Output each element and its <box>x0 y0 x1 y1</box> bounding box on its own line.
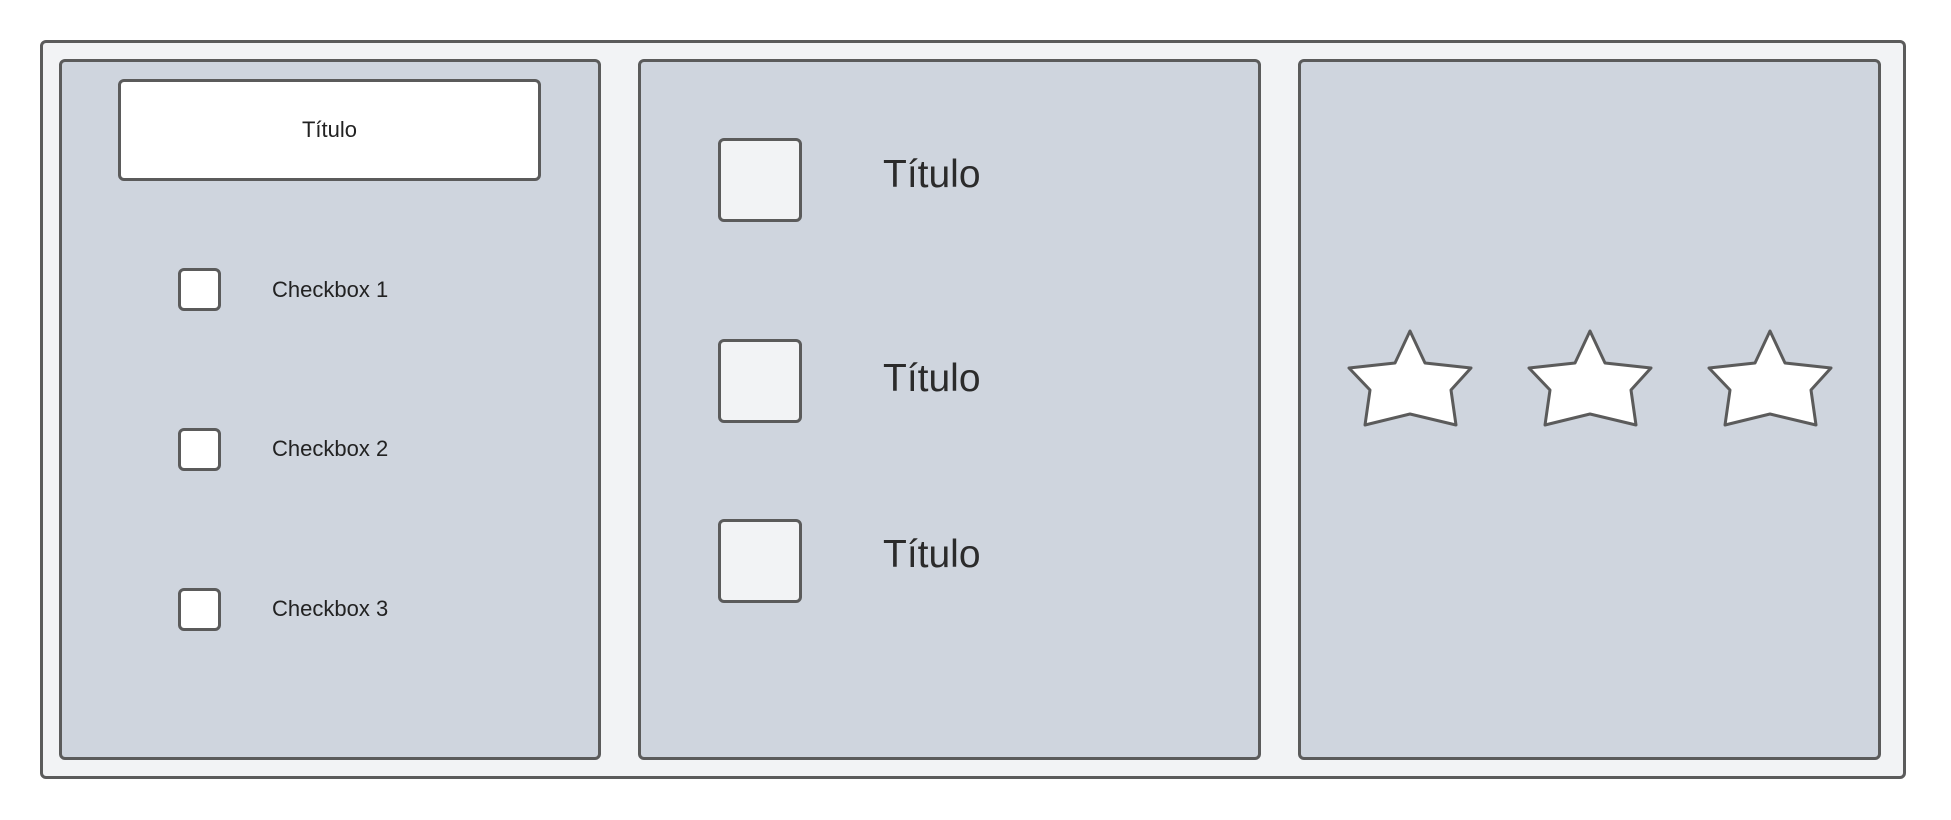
item-1-image-placeholder <box>718 138 802 222</box>
checkbox-2-label: Checkbox 2 <box>272 436 389 461</box>
star-icon[interactable] <box>1704 329 1836 431</box>
title-box: Título <box>118 79 541 181</box>
star-icon[interactable] <box>1524 329 1656 431</box>
item-3-title: Título <box>883 533 981 576</box>
checkbox-3-label: Checkbox 3 <box>272 596 389 621</box>
title-box-label: Título <box>301 117 358 142</box>
star-icon[interactable] <box>1344 329 1476 431</box>
item-2-title: Título <box>883 357 981 400</box>
item-1-title: Título <box>883 153 981 196</box>
checkbox-1-label: Checkbox 1 <box>272 277 389 302</box>
item-3-image-placeholder <box>718 519 802 603</box>
checkbox-3[interactable] <box>178 588 221 631</box>
checkbox-2[interactable] <box>178 428 221 471</box>
checkbox-1[interactable] <box>178 268 221 311</box>
item-2-image-placeholder <box>718 339 802 423</box>
